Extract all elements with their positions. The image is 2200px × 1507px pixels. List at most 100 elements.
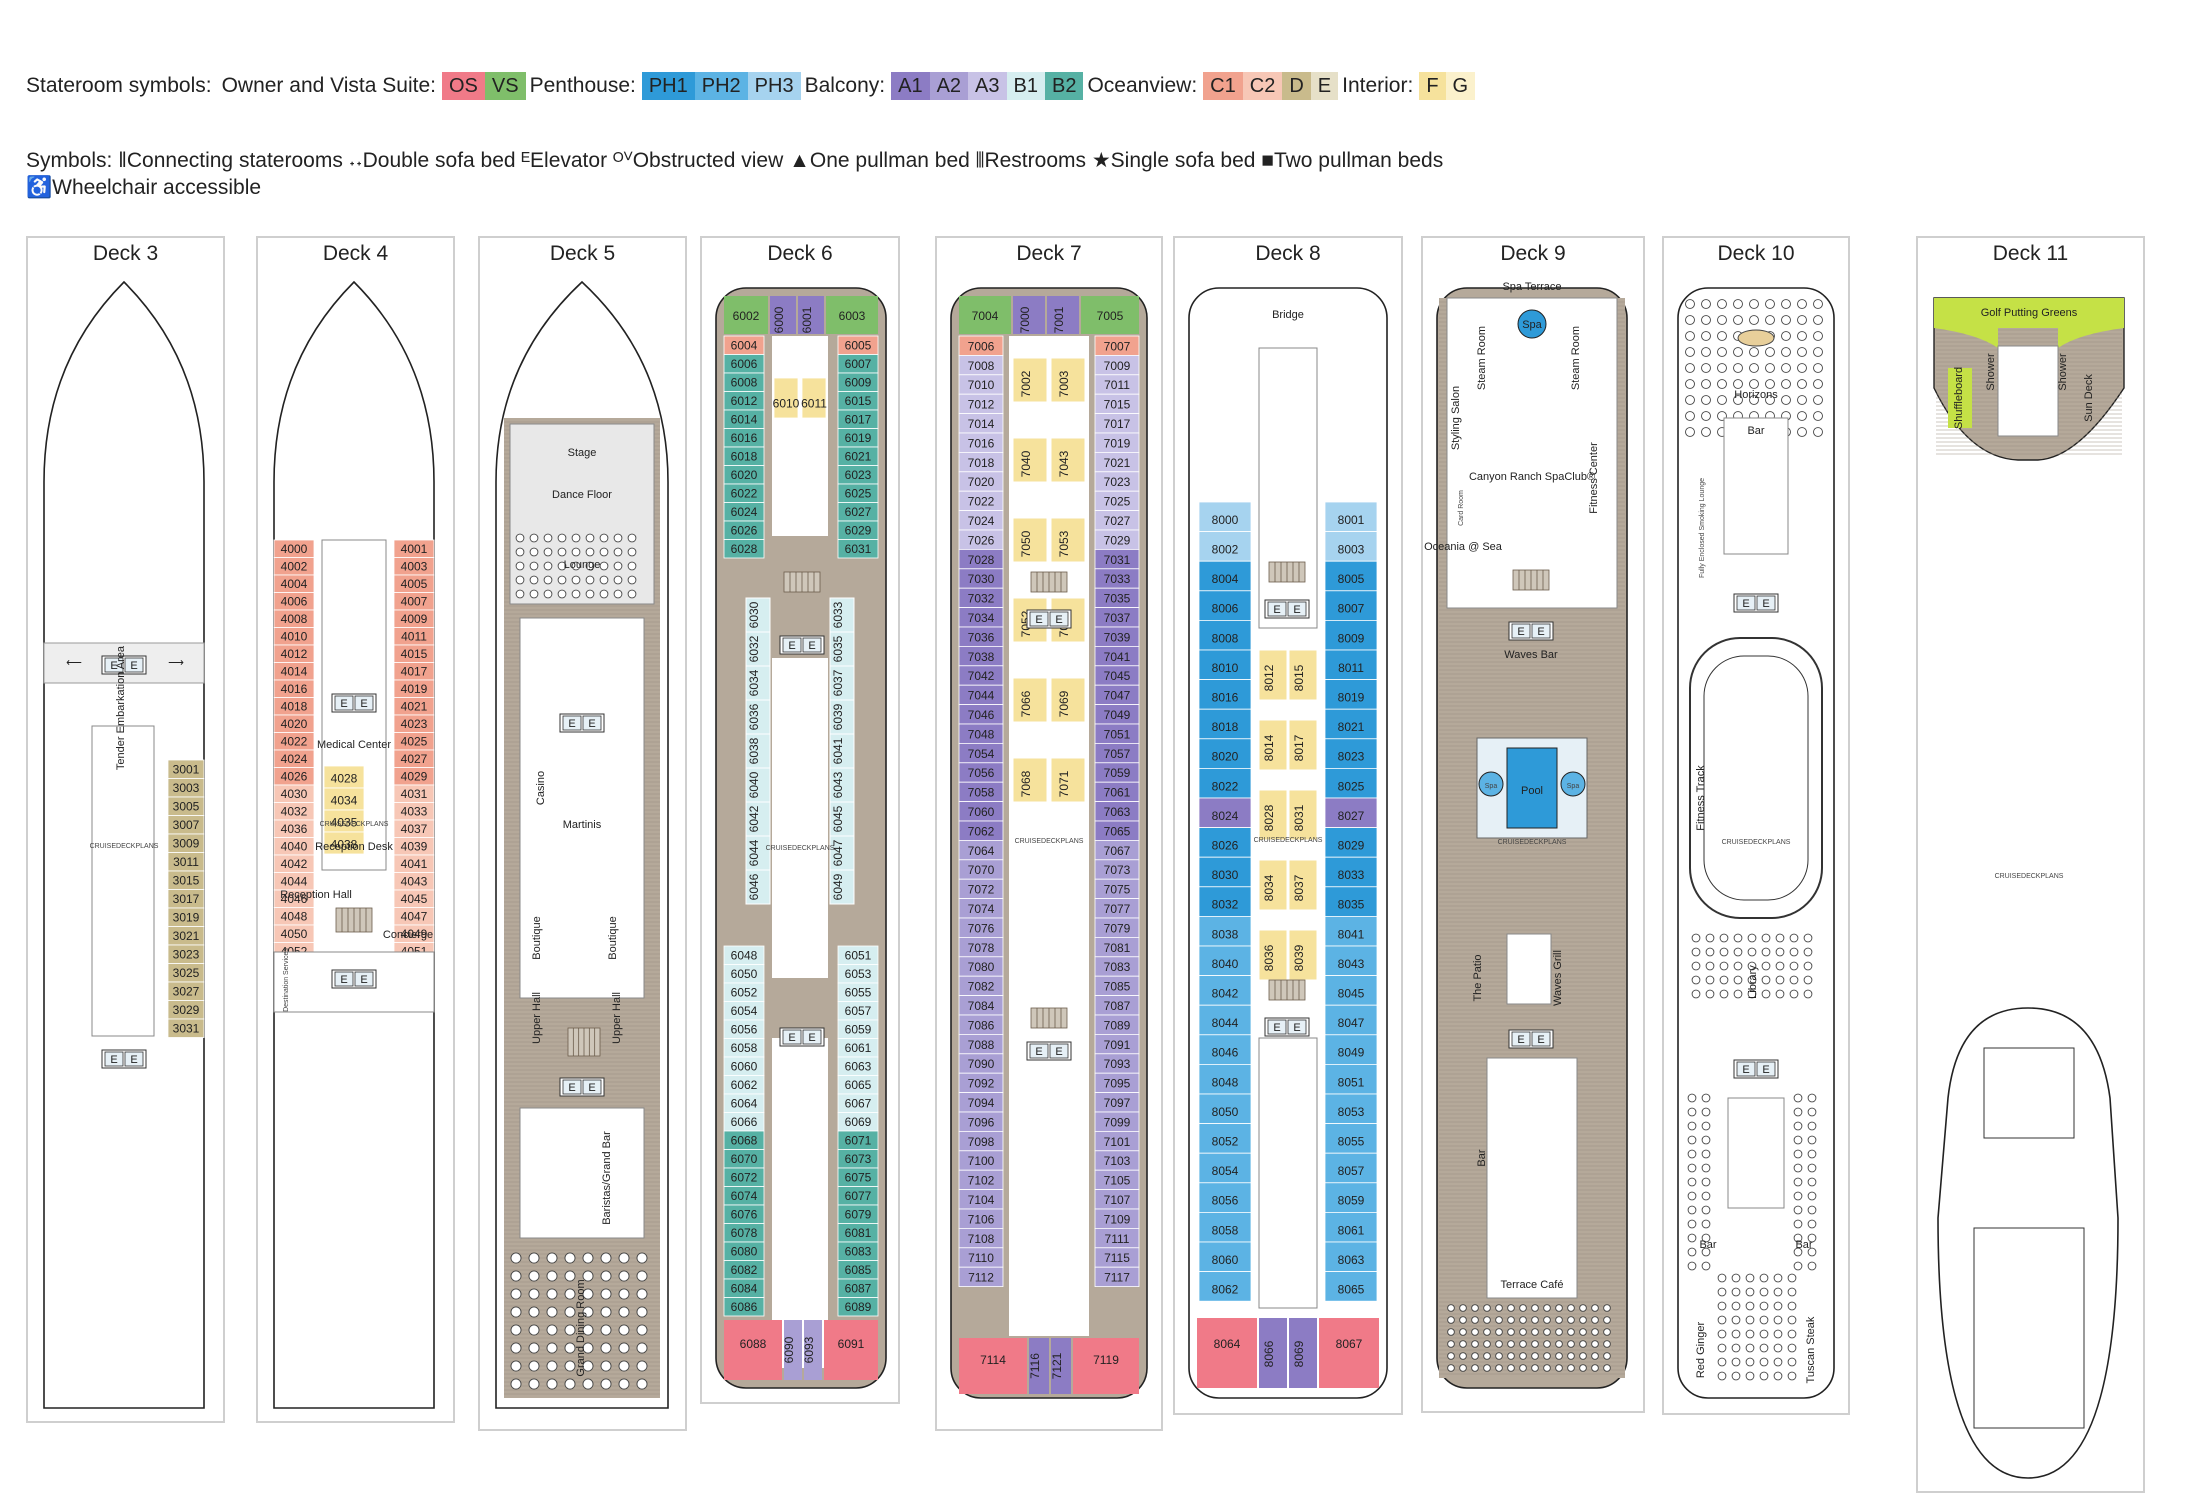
stateroom-8007 xyxy=(1324,590,1378,621)
table-icon xyxy=(1717,347,1727,357)
stateroom-number: 8043 xyxy=(1338,957,1365,971)
stateroom-number: 7096 xyxy=(968,1115,995,1129)
waves-bar-label: Waves Bar xyxy=(1504,649,1558,661)
stateroom-number: 7039 xyxy=(1104,630,1131,644)
stateroom-number: 8031 xyxy=(1292,804,1306,831)
table-icon xyxy=(1483,1364,1491,1372)
stateroom-number: 6059 xyxy=(845,1023,872,1037)
table-icon xyxy=(1807,1233,1817,1243)
elevator-letter: E xyxy=(588,1082,595,1094)
stateroom-8010 xyxy=(1198,649,1252,681)
table-icon xyxy=(1773,1357,1783,1367)
table-icon xyxy=(510,1306,522,1318)
symbols-line-2: ♿Wheelchair accessible xyxy=(26,176,262,199)
table-icon xyxy=(1719,989,1729,999)
table-icon xyxy=(529,561,539,571)
stateroom-number: 4042 xyxy=(281,857,308,871)
table-icon xyxy=(1447,1352,1455,1360)
pool-icon xyxy=(1506,747,1558,829)
table-icon xyxy=(618,1342,630,1354)
stateroom-number: 7106 xyxy=(968,1212,995,1226)
stateroom-number: 7079 xyxy=(1104,921,1131,935)
table-icon xyxy=(1789,933,1799,943)
stateroom-number: 8040 xyxy=(1212,957,1239,971)
table-icon xyxy=(1701,1205,1711,1215)
stateroom-number: 4010 xyxy=(281,629,308,643)
stateroom-number: 6080 xyxy=(731,1245,758,1259)
table-icon xyxy=(1685,411,1695,421)
stateroom-number: 7121 xyxy=(1050,1352,1064,1379)
concierge-label: Concierge xyxy=(383,929,433,941)
table-icon xyxy=(1691,961,1701,971)
stateroom-number: 3023 xyxy=(173,948,200,962)
stateroom-number: 8021 xyxy=(1338,720,1365,734)
table-icon xyxy=(1745,1329,1755,1339)
table-icon xyxy=(1591,1340,1599,1348)
stateroom-number: 7063 xyxy=(1104,805,1131,819)
table-icon xyxy=(1765,395,1775,405)
table-icon xyxy=(1701,1177,1711,1187)
stateroom-number: 3009 xyxy=(173,837,200,851)
table-icon xyxy=(528,1252,540,1264)
elevator-letter: E xyxy=(1762,598,1769,610)
table-icon xyxy=(1591,1304,1599,1312)
stateroom-number: 8055 xyxy=(1338,1135,1365,1149)
stateroom-number: 4000 xyxy=(281,542,308,556)
elevator-letter: E xyxy=(1537,1034,1544,1046)
stateroom-number: 7010 xyxy=(968,378,995,392)
watermark: CRUISEDECKPLANS xyxy=(1498,839,1567,846)
stateroom-number: 6049 xyxy=(831,873,845,900)
stateroom-7069 xyxy=(1050,677,1086,723)
table-icon xyxy=(585,533,595,543)
table-icon xyxy=(1471,1352,1479,1360)
stateroom-number: 8058 xyxy=(1212,1223,1239,1237)
elevator-letter: E xyxy=(130,1054,137,1066)
suite-8064 xyxy=(1197,1318,1257,1388)
table-icon xyxy=(1765,299,1775,309)
table-icon xyxy=(1555,1304,1563,1312)
elevator-letter: E xyxy=(1517,626,1524,638)
stateroom-number: 8027 xyxy=(1338,809,1365,823)
stateroom-number: 6081 xyxy=(845,1226,872,1240)
table-icon xyxy=(1519,1304,1527,1312)
stateroom-6041 xyxy=(829,733,855,769)
table-icon xyxy=(636,1342,648,1354)
stateroom-number: 8010 xyxy=(1212,661,1239,675)
table-icon xyxy=(1787,1301,1797,1311)
stateroom-number: 4025 xyxy=(401,734,428,748)
lounge-area xyxy=(509,423,655,605)
stateroom-number: 6043 xyxy=(831,771,845,798)
table-icon xyxy=(1749,347,1759,357)
table-icon xyxy=(1687,1247,1697,1257)
table-icon xyxy=(528,1360,540,1372)
stateroom-8000 xyxy=(1198,501,1252,533)
stateroom-number: 6047 xyxy=(831,839,845,866)
legend-group-name: Owner and Vista Suite: xyxy=(221,74,436,97)
stateroom-8052 xyxy=(1198,1123,1252,1154)
stateroom-number: 6037 xyxy=(831,669,845,696)
table-icon xyxy=(1507,1364,1515,1372)
table-icon xyxy=(1793,1233,1803,1243)
stateroom-8014 xyxy=(1258,719,1288,771)
stateroom-number: 4030 xyxy=(281,787,308,801)
corridor xyxy=(1258,1037,1318,1309)
stateroom-number: 7084 xyxy=(968,999,995,1013)
table-icon xyxy=(1813,331,1823,341)
stateroom-number: 7006 xyxy=(968,339,995,353)
stateroom-number: 8014 xyxy=(1262,734,1276,761)
arrow-left-icon: ⟵ xyxy=(66,657,82,669)
legend-chip-c1: C1 xyxy=(1203,72,1243,100)
stateroom-7053 xyxy=(1050,517,1086,563)
table-icon xyxy=(510,1360,522,1372)
table-icon xyxy=(546,1288,558,1300)
stateroom-6030 xyxy=(745,597,771,633)
stateroom-number: 6026 xyxy=(731,524,758,538)
table-icon xyxy=(1745,1357,1755,1367)
deck-label: 8067 xyxy=(1336,1337,1363,1351)
stateroom-number: 3005 xyxy=(173,800,200,814)
table-icon xyxy=(636,1288,648,1300)
stateroom-number: 7020 xyxy=(968,475,995,489)
table-icon xyxy=(564,1288,576,1300)
legend-chip-f: F xyxy=(1419,72,1446,100)
